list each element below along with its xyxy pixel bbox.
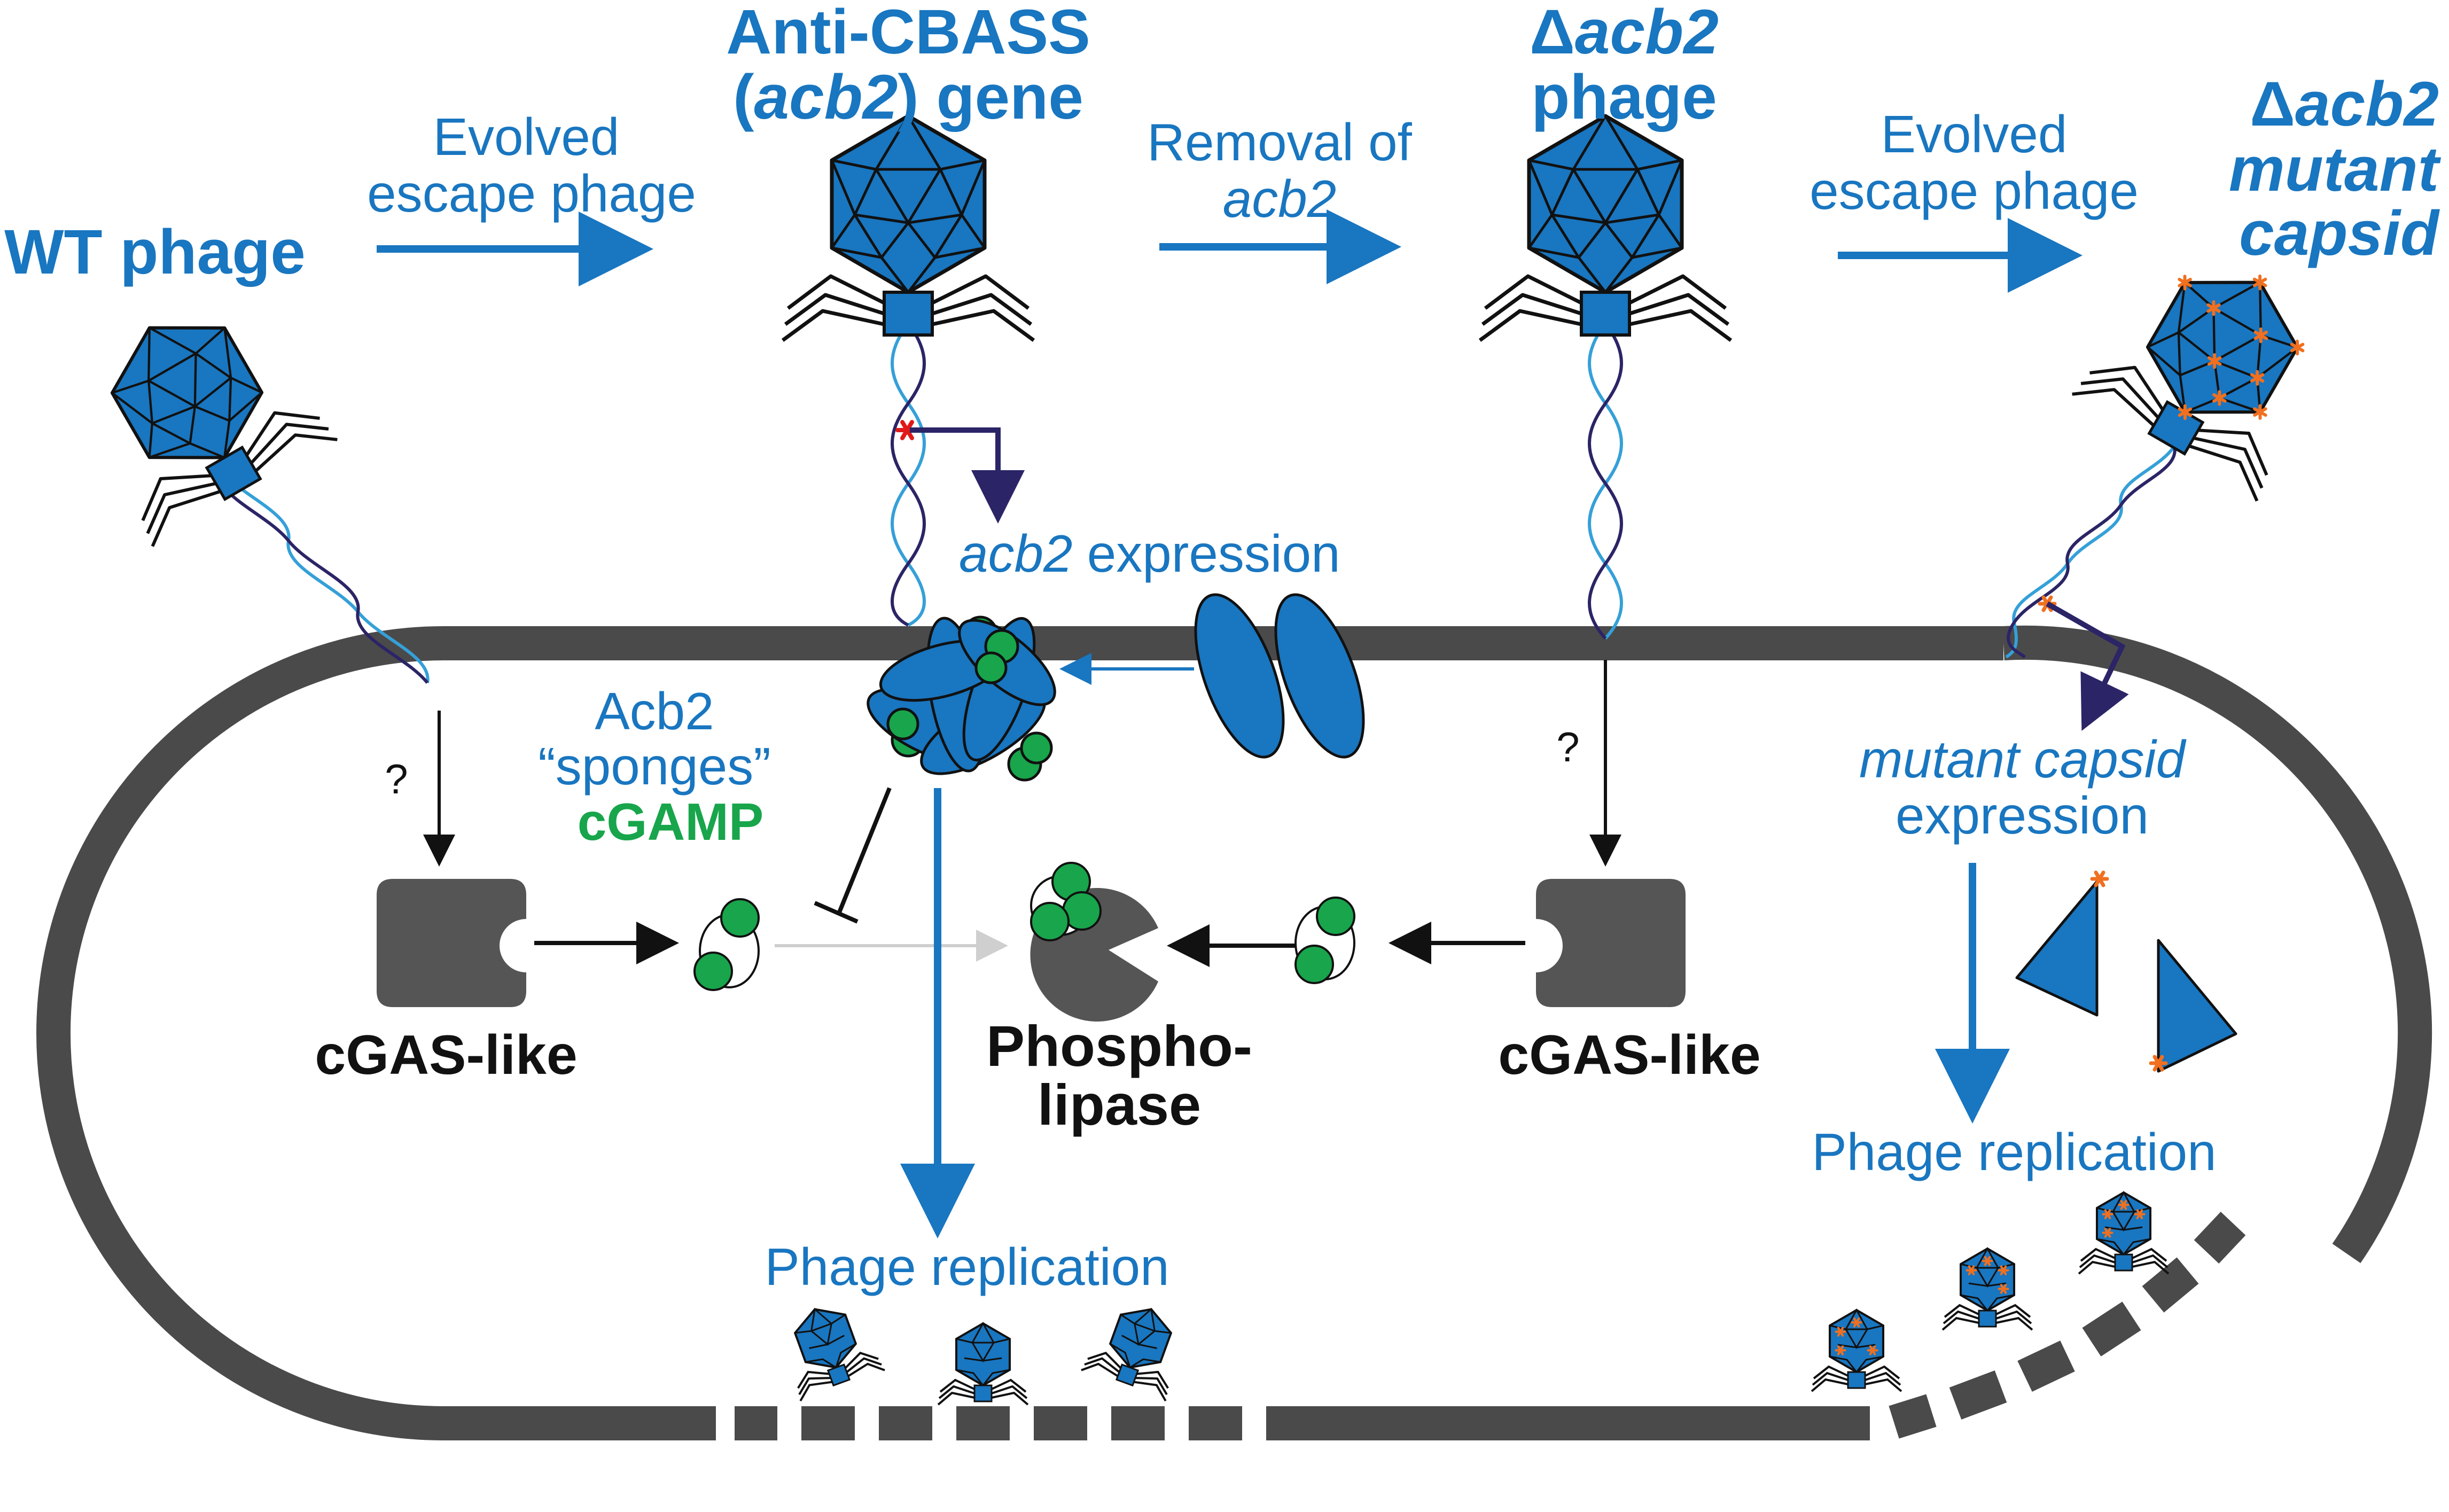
wt-phage-icon <box>57 275 337 547</box>
dna-mutant <box>2005 445 2177 659</box>
evolved-label-1-line2: escape phage <box>367 164 696 223</box>
cell-membrane <box>36 625 2432 1440</box>
evolved-label-1-line1: Evolved <box>433 107 620 166</box>
cgamp-label: cGAMP <box>578 792 764 851</box>
delta-acb2-heading: Δacb2 <box>1530 0 1719 67</box>
membrane-dashes <box>735 1212 2246 1440</box>
cgamp-left-icon <box>693 898 760 991</box>
question-mark-left: ? <box>385 755 408 802</box>
mutant-progeny-phage-icon <box>1811 1309 1902 1392</box>
mutant-heading-line1: Δacb2 <box>2250 69 2439 139</box>
evolved-label-2-line1: Evolved <box>1881 105 2068 163</box>
phospholipase-label-line1: Phospho- <box>986 1014 1252 1078</box>
wt-phage-heading: WT phage <box>4 217 306 287</box>
sponges-label: “sponges” <box>538 737 771 796</box>
anti-cbass-heading-line2: (acb2) gene <box>733 62 1083 133</box>
dna-delta <box>1588 322 1623 640</box>
cgamp-bound-icon <box>1030 862 1102 941</box>
progeny-phage-icon <box>771 1292 886 1402</box>
phage-replication-right-label: Phage replication <box>1812 1123 2216 1181</box>
delta-acb2-heading-line2: phage <box>1531 62 1717 133</box>
anti-cbass-heading: Anti-CBASS <box>726 0 1090 67</box>
expression-label: expression <box>1896 786 2149 845</box>
dna-wt <box>217 468 430 684</box>
acb2-hexamer-icon <box>867 615 1056 782</box>
mutant-capsid-protein-icon <box>2015 880 2237 1073</box>
phage-replication-center-label: Phage replication <box>765 1237 1169 1296</box>
mutant-progeny-phage-icon <box>2078 1191 2170 1275</box>
anti-cbass-line1: Anti-CBASS <box>726 0 1090 67</box>
progeny-phage-icon <box>937 1322 1029 1406</box>
dna-center <box>891 322 926 627</box>
cgas-like-left-label: cGAS-like <box>315 1024 577 1086</box>
mutant-heading-line3: capsid <box>2239 198 2440 269</box>
acb2-label: Acb2 <box>595 682 714 741</box>
progeny-phage-icon <box>1080 1292 1195 1402</box>
removal-label-line1: Removal of <box>1147 113 1412 172</box>
mutant-capsid-label: mutant capsid <box>1859 730 2187 789</box>
cgas-like-left-icon <box>377 879 526 1007</box>
acb2-inhibition-bar <box>814 787 892 924</box>
cgamp-right-icon <box>1294 897 1355 984</box>
cgas-like-right-icon <box>1536 879 1686 1007</box>
acb2-expression-label: acb2 expression <box>959 524 1340 583</box>
delta-acb2-phage-icon <box>1480 116 1731 340</box>
phospholipase-label-line2: lipase <box>1038 1072 1201 1137</box>
removal-label-line2: acb2 <box>1223 169 1337 228</box>
acb2-monomers <box>1194 593 1365 759</box>
cgas-like-right-label: cGAS-like <box>1498 1024 1760 1086</box>
mutant-progeny-phage-icon <box>1941 1248 2033 1331</box>
mutant-heading-line2: mutant <box>2229 134 2442 205</box>
question-mark-right: ? <box>1556 723 1579 770</box>
acb2-promoter-arrow <box>910 427 1025 524</box>
capsid-promoter-arrow <box>2046 601 2129 731</box>
capsid-protein-mutation-icon <box>2092 872 2166 1070</box>
anti-cbass-phage-icon <box>783 116 1034 340</box>
evolved-label-2-line2: escape phage <box>1810 161 2139 220</box>
